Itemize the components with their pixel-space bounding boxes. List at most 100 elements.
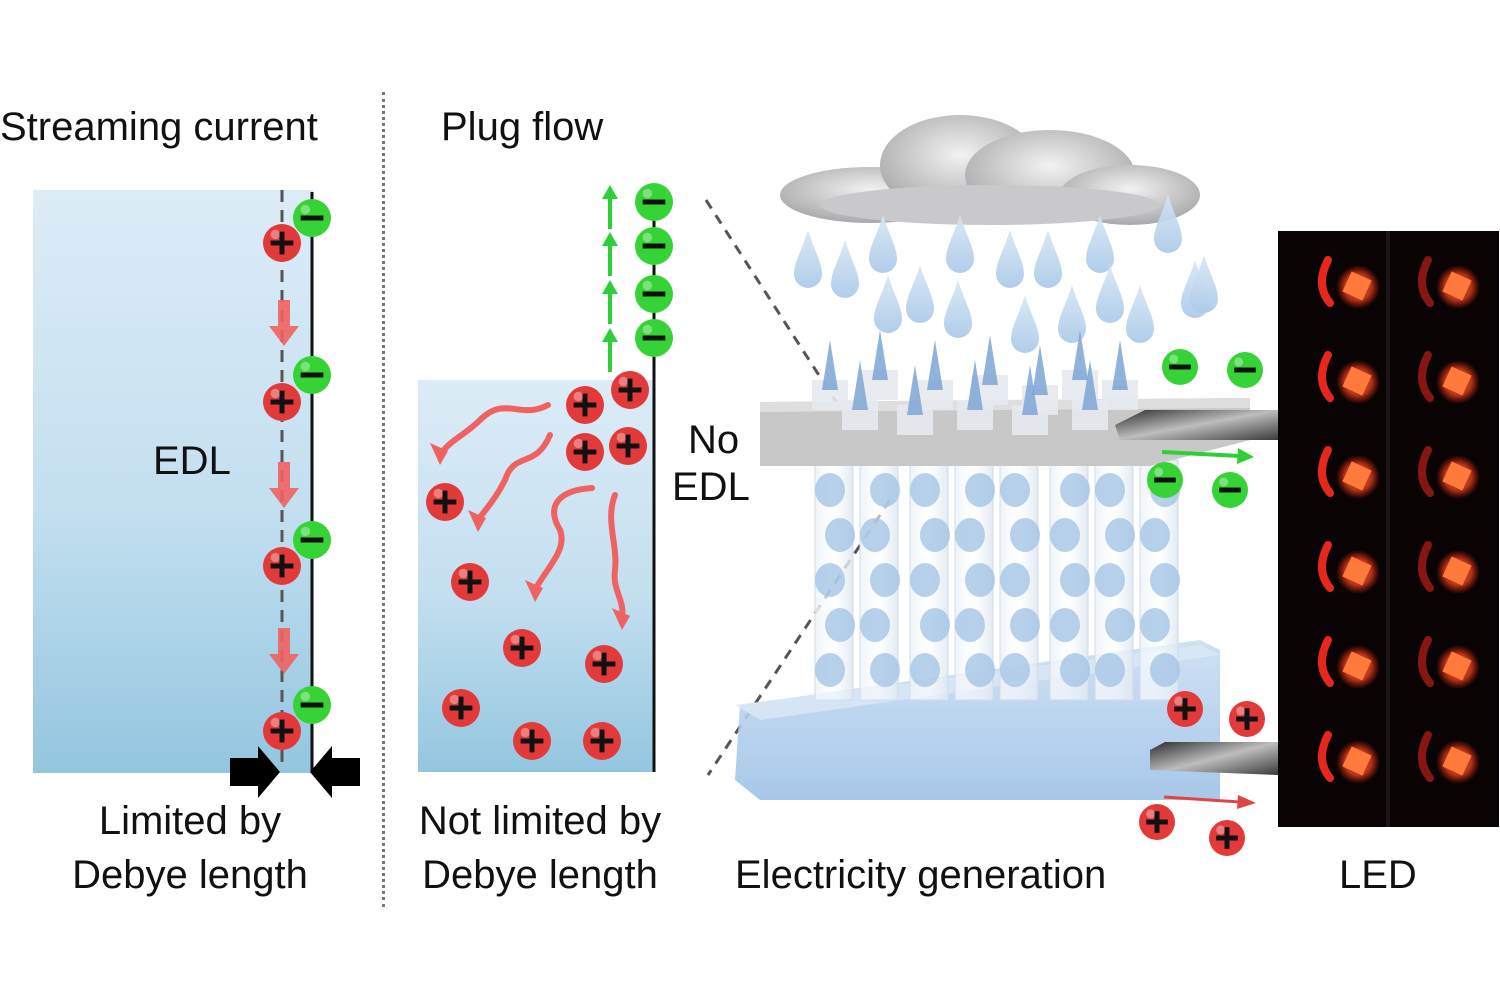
streaming-caption-line2: Debye length — [72, 853, 308, 897]
positive-ion-icon — [503, 629, 541, 667]
water-droplet-icon — [1095, 473, 1125, 507]
raindrop-icon — [1154, 195, 1182, 253]
led-frame — [1418, 256, 1480, 309]
water-droplet-icon — [910, 473, 940, 507]
led-frame — [1318, 351, 1380, 404]
cloud-icon — [780, 115, 1200, 225]
raindrop-icon — [1034, 230, 1062, 288]
raindrop-icon — [996, 230, 1024, 288]
nozzle-cone — [927, 340, 943, 390]
positive-ion-icon — [263, 224, 301, 262]
positive-ion-icon — [1209, 820, 1245, 856]
led-chip — [1342, 746, 1372, 776]
water-droplet-icon — [1150, 563, 1180, 597]
water-droplet-icon — [1010, 608, 1040, 642]
raindrop-icon — [906, 265, 934, 323]
wavy-flow-arrow-icon — [608, 492, 626, 621]
negative-ion-icon — [293, 521, 331, 559]
water-droplet-icon — [825, 608, 855, 642]
led-frame — [1318, 541, 1380, 594]
negative-ion-icon — [293, 686, 331, 724]
positive-ion-icon — [442, 689, 480, 727]
wavy-flow-arrow-icon — [532, 485, 595, 593]
nozzle-cone — [822, 340, 838, 390]
positive-ion-icon — [566, 386, 604, 424]
positive-ion-icon — [1167, 691, 1203, 727]
nozzle-cone — [907, 365, 923, 415]
plug-caption-line1: Not limited by — [418, 799, 662, 843]
water-droplet-icon — [825, 518, 855, 552]
positive-ion-icon — [609, 427, 647, 465]
led-chip — [1342, 366, 1372, 396]
led-chip — [1342, 556, 1372, 586]
led-chip — [1342, 271, 1372, 301]
negative-current-arrow-icon — [1161, 448, 1254, 464]
negative-ion-icon — [1227, 352, 1263, 388]
streaming-caption-line1: Limited by — [98, 799, 282, 843]
edl-label: EDL — [153, 439, 231, 483]
nozzle-cone — [1112, 340, 1128, 390]
water-droplet-icon — [965, 563, 995, 597]
led-chip — [1342, 461, 1372, 491]
negative-ion-icon — [293, 199, 331, 237]
led-photo-separator — [1386, 231, 1390, 827]
water-droplet-icon — [1050, 518, 1080, 552]
negative-ion-icon — [1212, 472, 1248, 508]
raindrop-icon — [1126, 285, 1154, 343]
positive-ion-icon — [451, 563, 489, 601]
led-chip — [1442, 746, 1472, 776]
negative-ion-icon — [1162, 349, 1198, 385]
negative-ion-icon — [293, 356, 331, 394]
flow-down-arrow-icon — [269, 300, 299, 346]
positive-ion-icon — [263, 547, 301, 585]
water-droplet-icon — [1095, 653, 1125, 687]
led-chip — [1442, 461, 1472, 491]
positive-ion-icon — [611, 371, 649, 409]
nozzle-cone — [982, 335, 998, 385]
positive-ion-icon — [513, 722, 551, 760]
debye-arrow-right-icon — [230, 746, 280, 798]
positive-ion-icon — [1139, 804, 1175, 840]
led-frame — [1318, 256, 1380, 309]
nozzle-cone — [967, 360, 983, 410]
water-droplet-icon — [910, 563, 940, 597]
nozzle-cone — [872, 330, 888, 380]
water-droplet-icon — [1060, 653, 1090, 687]
led-chip — [1442, 556, 1472, 586]
raindrop-icon — [1181, 260, 1209, 318]
led-frame — [1418, 351, 1480, 404]
negative-ion-icon — [635, 319, 673, 357]
nozzle-cone — [1072, 330, 1088, 380]
edl-absent-label: EDL — [672, 465, 750, 509]
bottom-electrode — [1150, 742, 1278, 775]
negative-ion-icon — [635, 227, 673, 265]
raindrop-icon — [869, 215, 897, 273]
tube-array — [814, 459, 1180, 701]
water-droplet-icon — [920, 608, 950, 642]
led-chip — [1442, 271, 1472, 301]
water-droplet-icon — [965, 653, 995, 687]
nozzle-array — [812, 330, 1138, 435]
generation-caption: Electricity generation — [735, 853, 1107, 897]
led-frame — [1418, 541, 1480, 594]
led-chip — [1342, 651, 1372, 681]
water-droplet-icon — [860, 608, 890, 642]
raindrop-icon — [1058, 285, 1086, 343]
led-frame — [1418, 446, 1480, 499]
nozzle-cone — [1022, 365, 1038, 415]
negative-ion-icon — [1147, 462, 1183, 498]
flow-down-arrow-icon — [269, 462, 299, 508]
water-droplet-icon — [1105, 518, 1135, 552]
positive-current-arrow-icon — [1163, 795, 1256, 809]
plug-flow-title: Plug flow — [441, 105, 604, 149]
wavy-flow-arrow-icon — [475, 432, 553, 523]
water-droplet-icon — [1060, 473, 1090, 507]
water-droplet-icon — [1000, 473, 1030, 507]
raindrop-icon — [1011, 295, 1039, 353]
raindrop-icon — [944, 280, 972, 338]
flow-down-arrow-icon — [269, 628, 299, 674]
top-electrode — [1115, 410, 1278, 440]
positive-ion-icon — [426, 483, 464, 521]
streaming-current-title: Streaming current — [0, 105, 318, 149]
